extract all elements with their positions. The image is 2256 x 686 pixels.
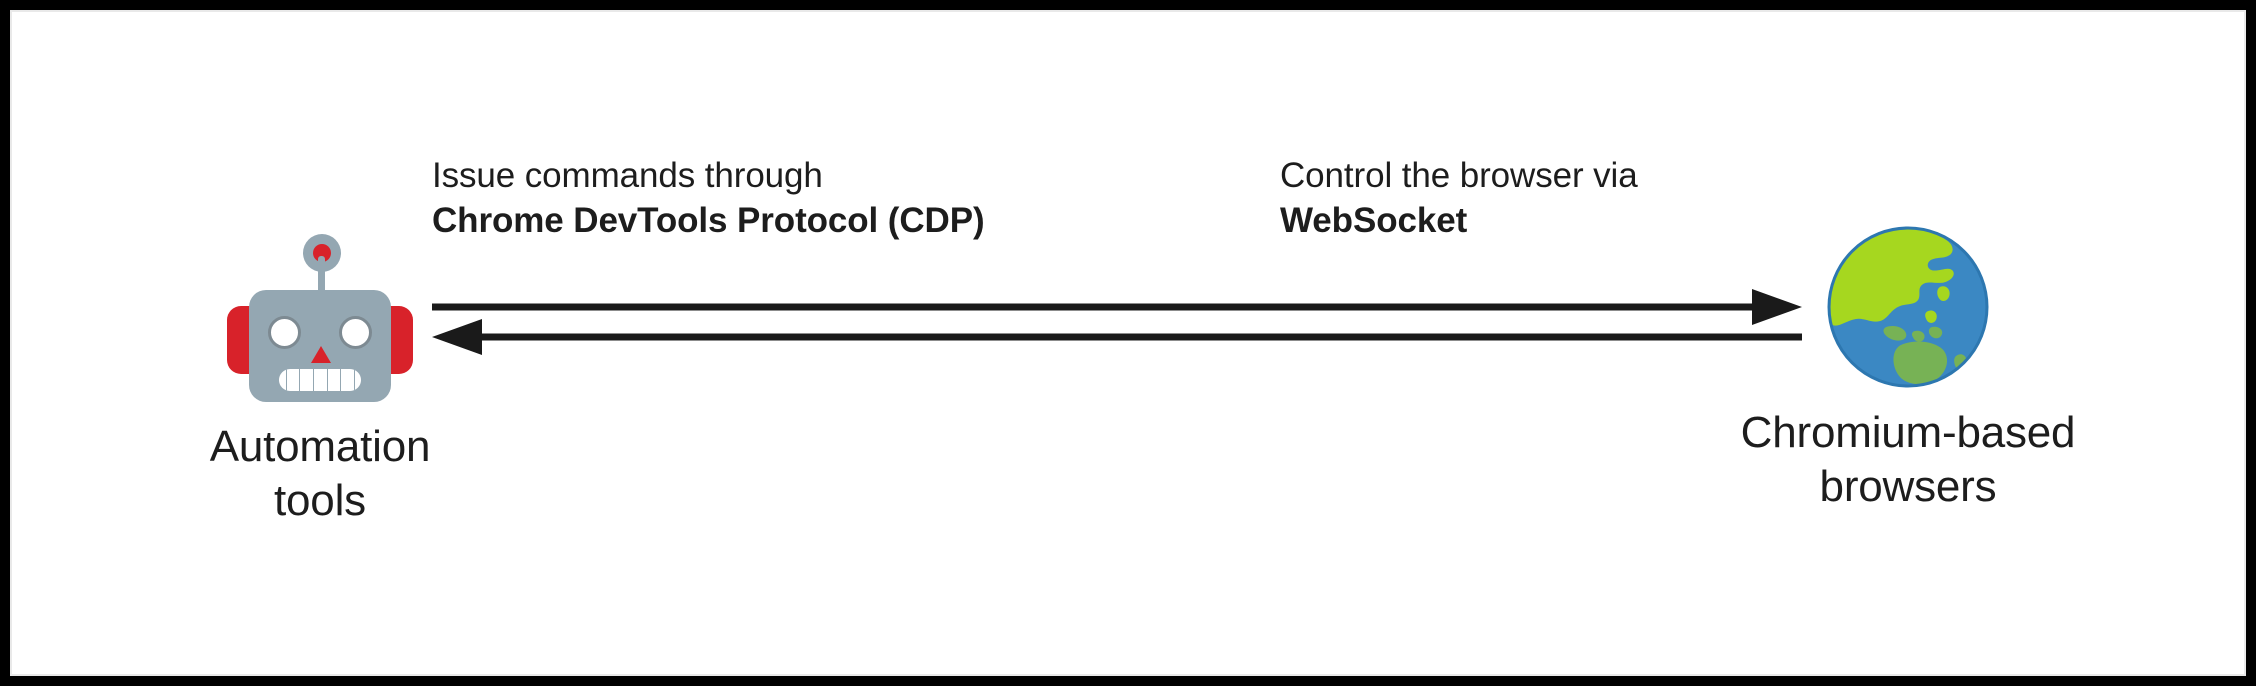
node-automation-tools-caption-line1: Automation: [209, 422, 431, 471]
robot-eye-left-icon: [268, 316, 301, 349]
node-chromium-browsers-caption-line2: browsers: [1819, 461, 1997, 511]
node-automation-tools-caption: Automation tools: [210, 420, 431, 527]
arrow-right-to-left: [432, 319, 1802, 355]
robot-icon: [227, 234, 413, 402]
edge-label-cdp-line2: Chrome DevTools Protocol (CDP): [432, 200, 985, 240]
edge-label-cdp-line1: Issue commands through: [432, 156, 823, 195]
globe-icon: [1827, 226, 1989, 388]
robot-eye-right-icon: [339, 316, 372, 349]
node-chromium-browsers-caption-line1: Chromium-based: [1740, 408, 2076, 457]
robot-antenna-stem-icon: [318, 256, 325, 296]
diagram-canvas: Issue commands through Chrome DevTools P…: [10, 10, 2246, 676]
edge-label-cdp: Issue commands through Chrome DevTools P…: [432, 154, 985, 244]
robot-mouth-icon: [279, 369, 361, 391]
robot-nose-icon: [311, 346, 331, 363]
node-automation-tools: Automation tools: [120, 234, 520, 527]
edge-label-websocket-line2: WebSocket: [1280, 200, 1468, 240]
arrow-left-to-right: [432, 289, 1802, 325]
node-chromium-browsers-caption: Chromium-based browsers: [1741, 406, 2076, 513]
edge-label-websocket-line1: Control the browser via: [1280, 156, 1638, 195]
edge-label-websocket: Control the browser via WebSocket: [1280, 154, 1638, 244]
robot-head-icon: [249, 290, 391, 402]
node-chromium-browsers: Chromium-based browsers: [1698, 226, 2118, 513]
node-automation-tools-caption-line2: tools: [274, 475, 366, 525]
